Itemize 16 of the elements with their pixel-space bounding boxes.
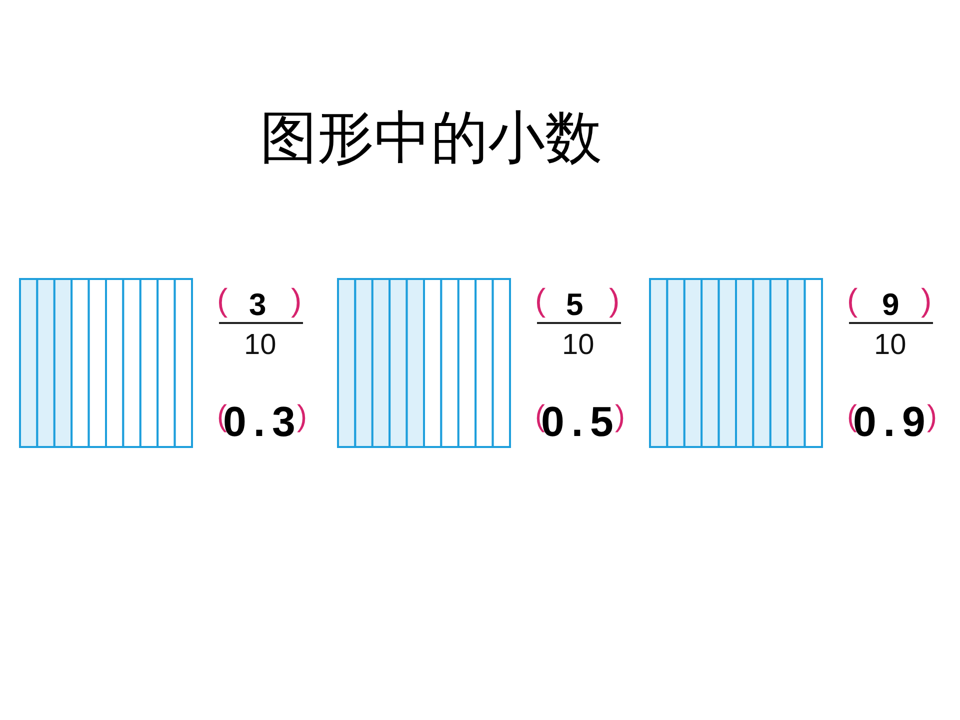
title: 图形中的小数 [260, 110, 602, 167]
denominator: 10 [874, 331, 906, 360]
numerator: 9 [882, 289, 900, 320]
close-parenthesis: ) [921, 284, 932, 316]
close-parenthesis: ) [291, 284, 302, 316]
denominator: 10 [562, 331, 594, 360]
numerator: 5 [566, 289, 584, 320]
open-parenthesis: ( [535, 284, 546, 316]
denominator: 10 [244, 331, 276, 360]
close-parenthesis: ) [609, 284, 620, 316]
close-parenthesis: ) [615, 402, 625, 432]
close-parenthesis: ) [927, 402, 937, 432]
numerator: 3 [249, 289, 266, 320]
open-parenthesis: ( [847, 284, 858, 316]
open-parenthesis: ( [217, 284, 228, 316]
close-parenthesis: ) [297, 402, 307, 432]
